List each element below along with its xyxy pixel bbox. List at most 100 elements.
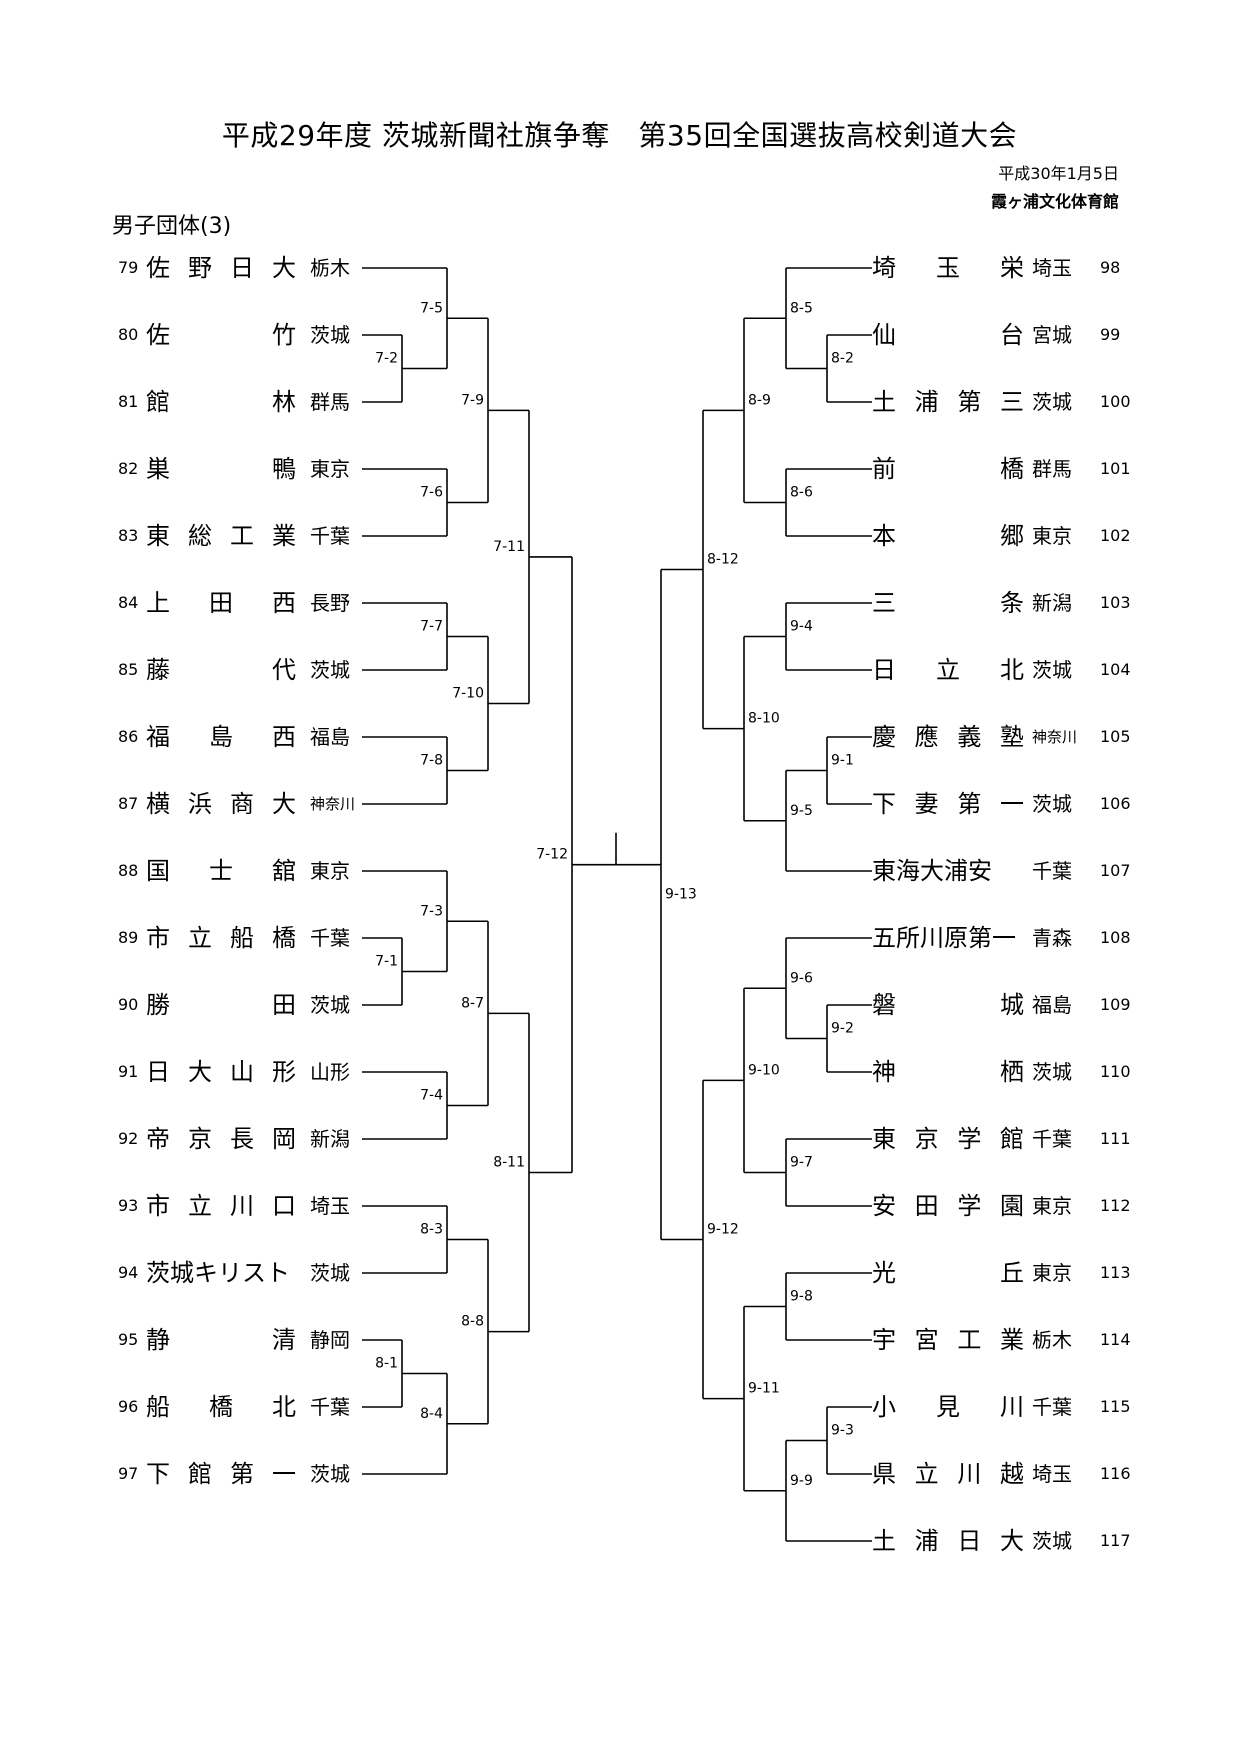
team-prefecture: 福島 — [1032, 993, 1072, 1017]
team-prefecture: 群馬 — [310, 390, 350, 414]
section-title: 男子団体(3) — [112, 214, 232, 239]
team-name: 館林 — [146, 388, 296, 416]
team-prefecture: 静岡 — [310, 1328, 350, 1352]
team-number: 106 — [1100, 794, 1131, 813]
team-name: 仙台 — [872, 321, 1024, 349]
match-label: 9-2 — [831, 1021, 854, 1037]
match-label: 7-1 — [375, 954, 398, 970]
team-number: 91 — [118, 1062, 139, 1081]
team-name: 東海大浦安 — [872, 857, 992, 885]
team-prefecture: 東京 — [1032, 1261, 1072, 1285]
match-label: 8-9 — [748, 392, 771, 408]
team-name: 神栖 — [872, 1058, 1024, 1086]
team-name: 船橋北 — [146, 1393, 296, 1421]
team-prefecture: 茨城 — [310, 1462, 350, 1486]
team-number: 96 — [118, 1397, 139, 1416]
team-row: 81 館林群馬 — [0, 386, 1239, 418]
team-number: 84 — [118, 593, 139, 612]
team-name: 五所川原第一 — [872, 924, 1016, 952]
team-name: 三条 — [872, 589, 1024, 617]
match-label: 9-9 — [790, 1473, 813, 1489]
team-prefecture: 新潟 — [1032, 591, 1072, 615]
match-label: 8-1 — [375, 1356, 398, 1372]
team-row: 92 帝京長岡新潟 — [0, 1123, 1239, 1155]
team-name: 土浦第三 — [872, 388, 1024, 416]
team-number: 82 — [118, 459, 139, 478]
team-prefecture: 千葉 — [310, 926, 350, 950]
team-number: 117 — [1100, 1531, 1131, 1550]
team-number: 81 — [118, 392, 139, 411]
match-label: 7-5 — [420, 300, 443, 316]
match-label: 8-3 — [420, 1222, 443, 1238]
event-date: 平成30年1月5日 — [998, 164, 1119, 183]
team-prefecture: 茨城 — [310, 993, 350, 1017]
team-name: 帝京長岡 — [146, 1125, 296, 1153]
team-row: 96 船橋北千葉 — [0, 1391, 1239, 1423]
team-name: 小見川 — [872, 1393, 1024, 1421]
team-number: 79 — [118, 258, 139, 277]
team-name: 東京学館 — [872, 1125, 1024, 1153]
match-label: 9-4 — [790, 619, 813, 635]
team-name: 勝田 — [146, 991, 296, 1019]
team-prefecture: 茨城 — [310, 658, 350, 682]
team-number: 95 — [118, 1330, 139, 1349]
team-number: 102 — [1100, 526, 1131, 545]
team-prefecture: 青森 — [1032, 926, 1072, 950]
team-number: 94 — [118, 1263, 139, 1282]
match-label: 7-10 — [452, 686, 484, 702]
team-number: 90 — [118, 995, 139, 1014]
team-number: 93 — [118, 1196, 139, 1215]
team-number: 112 — [1100, 1196, 1131, 1215]
team-number: 105 — [1100, 727, 1131, 746]
team-prefecture: 群馬 — [1032, 457, 1072, 481]
team-name: 佐野日大 — [146, 254, 296, 282]
match-label: 9-1 — [831, 753, 854, 769]
team-number: 85 — [118, 660, 139, 679]
team-name: 上田西 — [146, 589, 296, 617]
match-label: 9-13 — [665, 887, 697, 903]
team-number: 109 — [1100, 995, 1131, 1014]
team-prefecture: 茨城 — [1032, 792, 1072, 816]
team-prefecture: 東京 — [310, 457, 350, 481]
team-prefecture: 茨城 — [310, 1261, 350, 1285]
team-prefecture: 千葉 — [310, 1395, 350, 1419]
team-prefecture: 新潟 — [310, 1127, 350, 1151]
team-prefecture: 東京 — [1032, 1194, 1072, 1218]
match-label: 8-2 — [831, 351, 854, 367]
team-number: 111 — [1100, 1129, 1131, 1148]
match-label: 9-12 — [707, 1222, 739, 1238]
match-label: 8-11 — [493, 1155, 525, 1171]
team-prefecture: 宮城 — [1032, 323, 1072, 347]
team-name: 安田学園 — [872, 1192, 1024, 1220]
team-number: 101 — [1100, 459, 1131, 478]
team-prefecture: 山形 — [310, 1060, 350, 1084]
match-label: 7-9 — [461, 392, 484, 408]
match-label: 7-8 — [420, 753, 443, 769]
team-number: 110 — [1100, 1062, 1131, 1081]
event-venue: 霞ヶ浦文化体育館 — [990, 192, 1119, 211]
match-label: 8-4 — [420, 1406, 443, 1422]
match-label: 8-10 — [748, 711, 780, 727]
match-label: 9-7 — [790, 1155, 813, 1171]
team-number: 87 — [118, 794, 139, 813]
team-prefecture: 千葉 — [1032, 859, 1072, 883]
team-name: 藤代 — [146, 656, 296, 684]
match-label: 7-12 — [536, 847, 568, 863]
team-number: 92 — [118, 1129, 139, 1148]
